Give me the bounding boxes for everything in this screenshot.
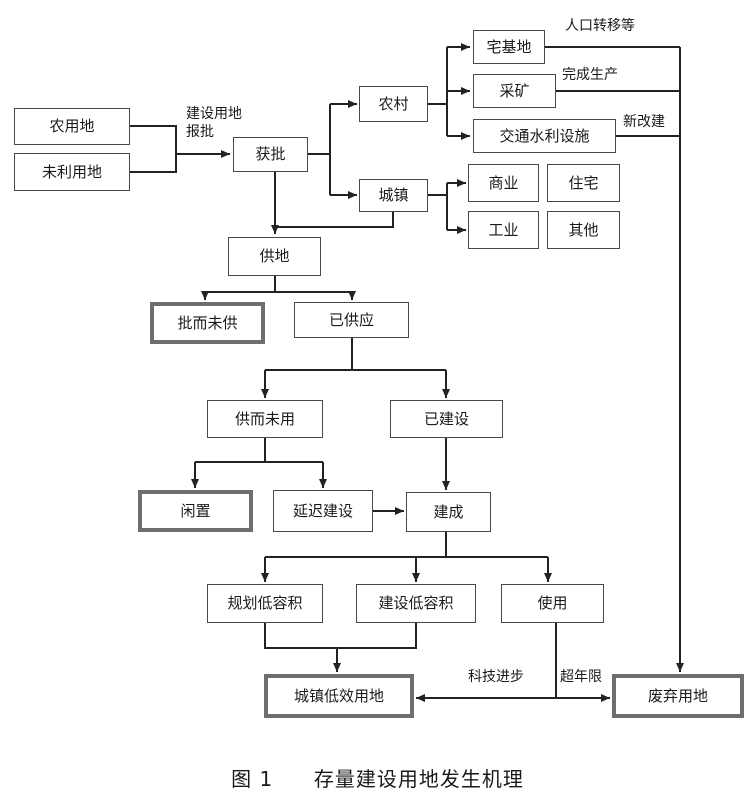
- node-nongcun: 农村: [359, 86, 428, 122]
- figure-caption: 图 1 存量建设用地发生机理: [0, 763, 755, 792]
- node-caikuang: 采矿: [473, 74, 556, 108]
- node-weiliyongdi: 未利用地: [14, 153, 130, 191]
- node-jiaotong: 交通水利设施: [473, 119, 616, 153]
- node-shangye: 商业: [468, 164, 539, 202]
- connector-chengzhen-gongdi: [275, 210, 394, 228]
- edge-label-renkou: 人口转移等: [565, 18, 635, 34]
- node-zhaijidi: 宅基地: [473, 30, 545, 64]
- edge-label-wancheng: 完成生产: [562, 67, 618, 83]
- node-yanchijianshe: 延迟建设: [273, 490, 373, 532]
- edge-label-chaonianxian: 超年限: [560, 669, 602, 685]
- node-qita: 其他: [547, 211, 620, 249]
- node-jiaotong-label: 交通水利设施: [499, 126, 590, 145]
- node-shangye-label: 商业: [488, 173, 519, 192]
- node-nongyongdi-label: 农用地: [49, 117, 95, 135]
- figure-title: 存量建设用地发生机理: [313, 767, 524, 791]
- edge-label-jianshe-line2: 报批: [186, 124, 214, 140]
- node-yijianshe: 已建设: [390, 400, 503, 438]
- node-weiliyongdi-label: 未利用地: [41, 162, 102, 181]
- node-zhaijidi-label: 宅基地: [486, 37, 532, 56]
- node-yigongying: 已供应: [294, 302, 409, 338]
- node-feiqiyongdi: 废弃用地: [612, 674, 744, 718]
- node-pierweigong-label: 批而未供: [177, 313, 238, 332]
- edge-label-xingaijian: 新改建: [623, 114, 665, 130]
- node-xianzhi: 闲置: [138, 490, 253, 532]
- node-jianshedirongji: 建设低容积: [356, 584, 476, 623]
- node-shiyong: 使用: [501, 584, 604, 623]
- node-chengzhendixiao: 城镇低效用地: [264, 674, 414, 718]
- node-jiancheng: 建成: [406, 492, 491, 532]
- node-feiqiyongdi-label: 废弃用地: [647, 686, 708, 705]
- node-jiancheng-label: 建成: [433, 502, 464, 521]
- node-pierweigong: 批而未供: [150, 302, 265, 344]
- node-huopi-label: 获批: [255, 145, 286, 163]
- node-yijianshe-label: 已建设: [423, 409, 469, 428]
- node-jianshedirongji-label: 建设低容积: [378, 594, 454, 612]
- edge-label-jianshe-line1: 建设用地: [186, 106, 242, 122]
- connector-source-merge: [130, 125, 177, 173]
- node-qita-label: 其他: [568, 220, 599, 239]
- node-chengzhen-label: 城镇: [378, 186, 409, 204]
- node-zhuzhai: 住宅: [547, 164, 620, 202]
- node-shiyong-label: 使用: [537, 594, 568, 612]
- node-chengzhendixiao-label: 城镇低效用地: [293, 686, 384, 705]
- figure-number: 图 1: [231, 767, 274, 791]
- node-nongyongdi: 农用地: [14, 108, 130, 145]
- node-guihuadirongji: 规划低容积: [207, 584, 323, 623]
- node-gongerweiyong: 供而未用: [207, 400, 323, 438]
- edge-label-keji: 科技进步: [468, 669, 524, 685]
- node-xianzhi-label: 闲置: [180, 501, 211, 520]
- node-yigongying-label: 已供应: [328, 310, 374, 329]
- node-gongdi: 供地: [228, 237, 321, 276]
- node-gongye: 工业: [468, 211, 539, 249]
- node-caikuang-label: 采矿: [499, 81, 530, 100]
- connector-dirongji-merge: [264, 623, 417, 649]
- node-gongerweiyong-label: 供而未用: [234, 409, 295, 428]
- node-guihuadirongji-label: 规划低容积: [227, 594, 303, 612]
- node-chengzhen: 城镇: [359, 179, 428, 212]
- node-gongdi-label: 供地: [259, 247, 290, 265]
- edge-label-jianshe-baopi: 建设用地 报批: [186, 105, 242, 141]
- node-huopi: 获批: [233, 137, 308, 172]
- node-yanchijianshe-label: 延迟建设: [292, 501, 353, 520]
- node-zhuzhai-label: 住宅: [568, 173, 599, 192]
- node-gongye-label: 工业: [488, 220, 519, 239]
- node-nongcun-label: 农村: [378, 94, 409, 113]
